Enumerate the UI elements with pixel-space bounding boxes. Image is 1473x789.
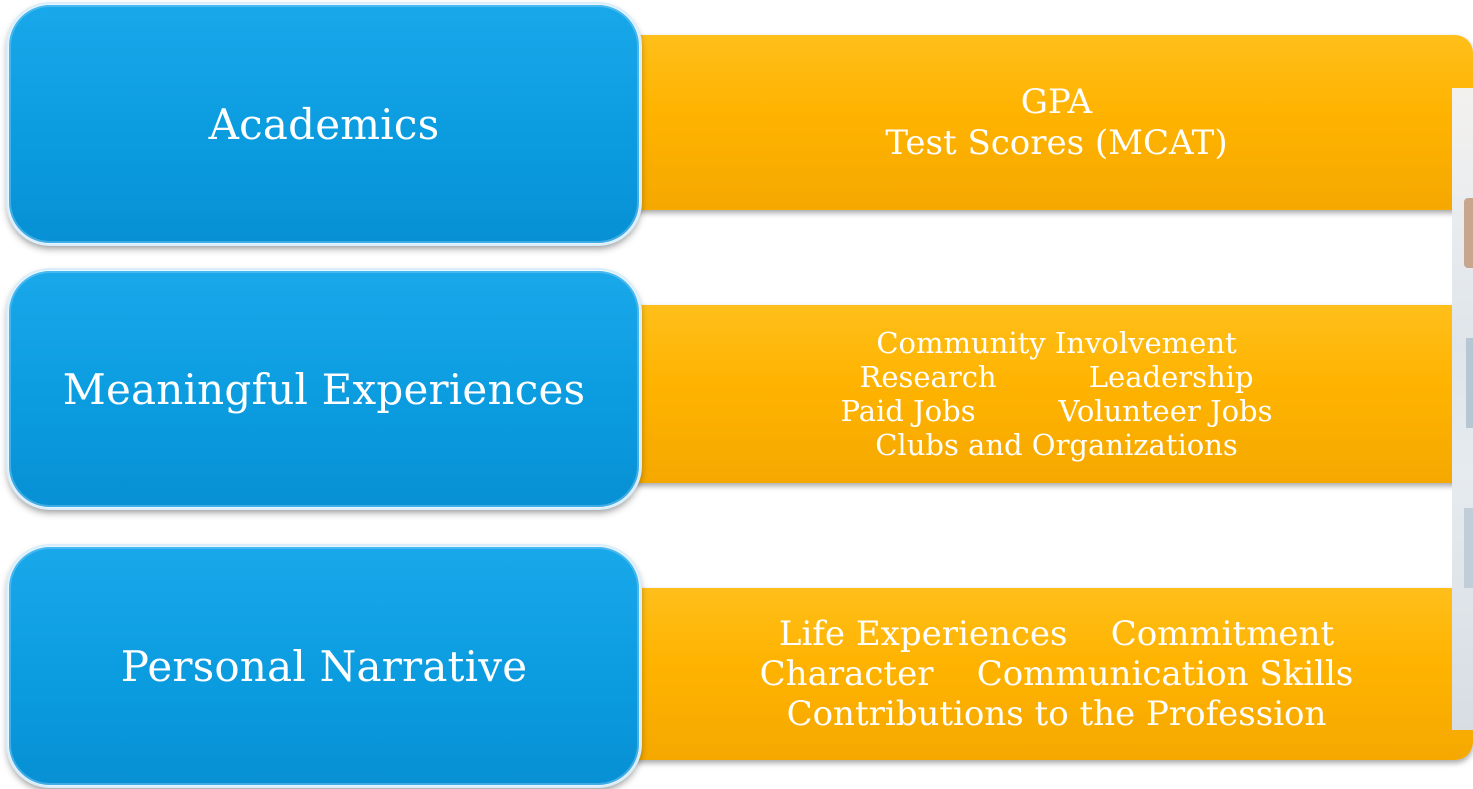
photo-image (1452, 88, 1473, 730)
photo-detail (1464, 198, 1473, 268)
detail-life-commitment: Life Experiences Commitment (778, 613, 1335, 654)
detail-jobs: Paid Jobs Volunteer Jobs (840, 394, 1273, 428)
detail-community: Community Involvement (876, 325, 1237, 360)
photo-detail (1464, 508, 1473, 588)
experiences-label: Meaningful Experiences (62, 364, 586, 414)
narrative-box: Personal Narrative (8, 546, 640, 786)
detail-research-leadership: Research Leadership (859, 359, 1254, 394)
photo-detail (1466, 338, 1473, 428)
narrative-label: Personal Narrative (120, 641, 528, 691)
detail-test-scores: Test Scores (MCAT) (885, 122, 1228, 163)
academics-label: Academics (208, 99, 440, 149)
detail-clubs: Clubs and Organizations (875, 428, 1238, 463)
detail-contributions: Contributions to the Profession (786, 694, 1327, 735)
detail-gpa: GPA (1020, 82, 1093, 123)
academics-details-bar: GPA Test Scores (MCAT) (600, 35, 1473, 210)
experiences-box: Meaningful Experiences (8, 270, 640, 508)
narrative-details-bar: Life Experiences Commitment Character Co… (600, 588, 1473, 760)
detail-character-communication: Character Communication Skills (759, 653, 1354, 694)
academics-box: Academics (8, 4, 640, 244)
experiences-details-bar: Community Involvement Research Leadershi… (600, 305, 1473, 483)
